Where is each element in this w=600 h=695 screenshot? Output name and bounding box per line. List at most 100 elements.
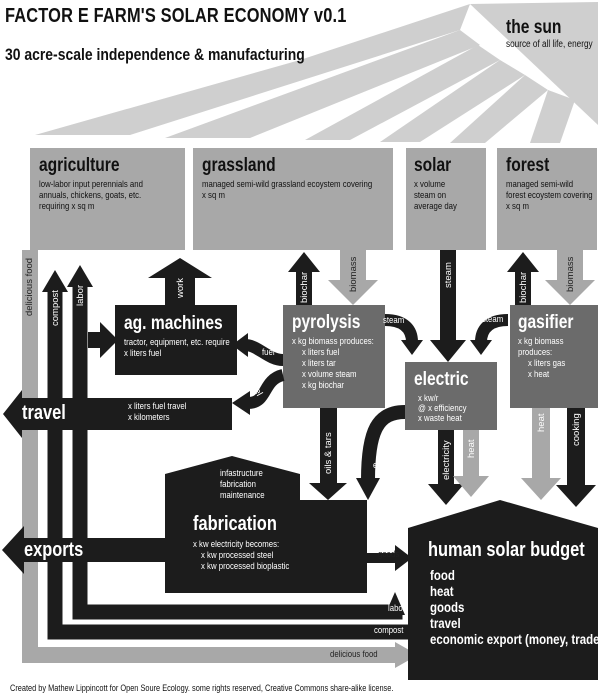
heat-arrow-electric <box>453 430 489 497</box>
delicious-food-label-bottom: delicious food <box>330 649 378 660</box>
heat-label-gasifier: heat <box>536 413 547 433</box>
exports-title: exports <box>24 539 84 561</box>
agriculture-line: low-labor input perennials and <box>39 179 143 190</box>
heat-label-electric: heat <box>466 439 477 459</box>
forest-box <box>497 148 597 250</box>
labor-label-bottom: labor <box>388 603 406 614</box>
budget-item-travel: travel <box>430 615 461 631</box>
electricity-label-fabrication: electricity <box>373 460 406 471</box>
gasifier-line: x kg biomass <box>518 336 564 347</box>
grassland-line: x sq m <box>202 190 225 201</box>
gasifier-line: x liters gas <box>528 358 566 369</box>
electric-box <box>405 362 497 430</box>
delicious-food-label-vertical: delicious food <box>24 257 35 316</box>
agriculture-line: annuals, chickens, goats, etc. <box>39 190 142 201</box>
pyrolysis-box <box>283 305 385 408</box>
steam-arrow-gasifier <box>470 314 509 355</box>
human-budget-title: human solar budget <box>428 539 585 561</box>
ag-machines-line: x liters fuel <box>124 348 162 359</box>
compost-label-vertical: compost <box>50 290 61 326</box>
travel-arrow <box>3 390 232 438</box>
page-subtitle: 30 acre-scale independence & manufacturi… <box>5 45 305 64</box>
travel-line: x kilometers <box>128 412 170 423</box>
work-label: work <box>175 277 186 298</box>
budget-item-economic-export: economic export (money, trade) <box>430 631 600 647</box>
work-arrow <box>148 258 212 305</box>
pyrolysis-title: pyrolysis <box>292 312 361 333</box>
solar-title: solar <box>414 155 452 176</box>
agriculture-box <box>30 148 185 250</box>
ag-machines-box <box>115 305 237 375</box>
fabrication-roof <box>165 456 300 510</box>
forest-line: forest ecoystem covering <box>506 190 593 201</box>
delicious-food-flow <box>22 250 418 668</box>
budget-item-goods: goods <box>430 599 465 615</box>
sun-rays <box>35 2 598 143</box>
biomass-label-grassland: biomass <box>348 256 359 292</box>
biomass-label-forest: biomass <box>565 256 576 292</box>
electric-title: electric <box>414 369 469 390</box>
electric-line: x waste heat <box>418 413 462 424</box>
solar-box <box>406 148 486 250</box>
agriculture-title: agriculture <box>39 155 120 176</box>
oils-tars-arrow <box>309 408 347 500</box>
cooking-label: cooking <box>571 413 582 446</box>
budget-item-food: food <box>430 567 455 583</box>
fuel-arrow-travel <box>232 369 286 415</box>
labor-flow <box>67 265 405 620</box>
steam-label-pyrolysis: steam <box>383 315 405 326</box>
electric-line: @ x efficiency <box>418 403 467 414</box>
fabrication-title: fabrication <box>193 513 277 535</box>
grassland-line: managed semi-wild grassland ecoystem cov… <box>202 179 373 190</box>
grassland-box <box>193 148 393 250</box>
oils-tars-label: oils & tars <box>323 432 334 474</box>
goods-arrow <box>367 545 412 571</box>
travel-line: x liters fuel travel <box>128 401 187 412</box>
steam-arrow-solar <box>430 250 466 362</box>
pyrolysis-line: x liters fuel <box>302 347 340 358</box>
biomass-arrow-grassland <box>328 250 378 305</box>
fabrication-roof-line: infastructure <box>220 468 263 479</box>
fabrication-roof-line: maintenance <box>220 490 265 501</box>
footer-credit: Created by Mathew Lippincott for Open So… <box>10 683 394 693</box>
steam-label-gasifier: steam <box>482 314 504 325</box>
steam-arrow-pyrolysis <box>384 314 423 355</box>
biochar-arrow-forest <box>507 252 539 310</box>
pyrolysis-line: x volume steam <box>302 369 357 380</box>
forest-line: managed semi-wild <box>506 179 574 190</box>
solar-line: x volume <box>414 179 446 190</box>
forest-line: x sq m <box>506 201 529 212</box>
fabrication-line: x kw processed steel <box>201 550 274 561</box>
grassland-title: grassland <box>202 155 276 176</box>
ag-machines-line: tractor, equipment, etc. require <box>124 337 230 348</box>
gasifier-line: x heat <box>528 369 550 380</box>
page-title: FACTOR E FARM'S SOLAR ECONOMY v0.1 <box>5 5 347 27</box>
cooking-arrow <box>556 408 596 507</box>
solar-line: average day <box>414 201 457 212</box>
gasifier-box <box>510 305 598 408</box>
pyrolysis-line: x liters tar <box>302 358 336 369</box>
electricity-arrow-budget <box>428 430 464 505</box>
compost-label-bottom: compost <box>374 625 404 636</box>
biochar-label-grassland: biochar <box>299 271 310 303</box>
pyrolysis-line: x kg biomass produces: <box>292 336 374 347</box>
agriculture-line: requiring x sq m <box>39 201 95 212</box>
labor-label-vertical: labor <box>75 284 86 306</box>
steam-label-solar: steam <box>443 262 454 288</box>
biomass-arrow-forest <box>545 250 595 305</box>
ag-machines-title: ag. machines <box>124 313 223 334</box>
human-budget-house <box>408 500 598 680</box>
gasifier-title: gasifier <box>518 312 574 333</box>
sun-title: the sun <box>506 17 562 38</box>
fabrication-roof-line: fabrication <box>220 479 256 490</box>
fuel-label-machines: fuel <box>262 347 275 358</box>
fabrication-box <box>165 500 367 593</box>
budget-item-heat: heat <box>430 583 454 599</box>
goods-label: goods <box>378 549 400 560</box>
electricity-arrow-fabrication <box>356 405 406 500</box>
sun-subtitle: source of all life, energy <box>506 39 593 50</box>
solar-line: steam on <box>414 190 447 201</box>
travel-title: travel <box>22 402 66 424</box>
pyrolysis-line: x kg biochar <box>302 380 345 391</box>
